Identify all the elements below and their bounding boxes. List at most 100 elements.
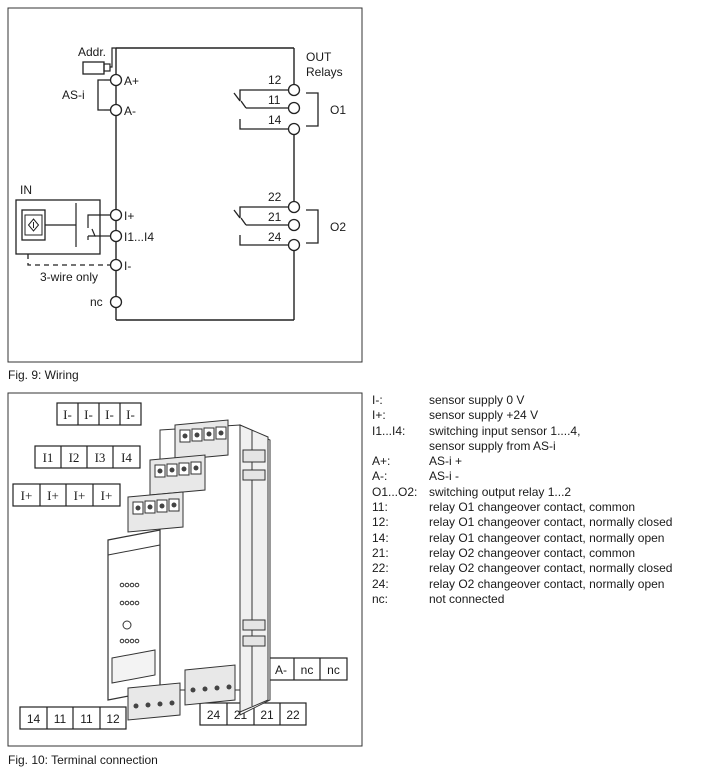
a-plus-label: A+: [124, 74, 139, 88]
t24-label: 24: [268, 230, 282, 244]
legend-key: 24:: [372, 576, 389, 591]
row-i-minus-1: I-: [63, 407, 72, 422]
terminal-nc: [109, 295, 123, 309]
three-wire-dashed: [27, 254, 110, 266]
module-outline: [115, 47, 295, 321]
label-row-o2: [199, 702, 307, 726]
legend-key: 11:: [372, 500, 388, 515]
legend-value: relay O2 changeover contact, normally cl…: [429, 561, 673, 576]
row-asi-3: nc: [301, 663, 314, 677]
row-input-3: I3: [95, 450, 106, 465]
legend-key: 21:: [372, 545, 389, 560]
label-row-o1: [19, 706, 127, 730]
out-label: OUT: [306, 50, 332, 64]
row-i-plus-4: I+: [101, 488, 113, 503]
legend-row: I+:sensor supply +24 V: [372, 408, 672, 423]
legend-value: relay O2 changeover contact, common: [429, 545, 636, 560]
legend-key: nc:: [372, 591, 389, 606]
legend-key: [372, 439, 429, 454]
terminal-a-plus: [109, 73, 123, 87]
legend-row: 14: relay O1 changeover contact, normally…: [372, 531, 672, 546]
legend-value: sensor supply from AS-i: [429, 438, 556, 453]
label-row-inputs: [34, 445, 141, 469]
t22-label: 22: [268, 190, 282, 204]
legend-row: 12: relay O1 changeover contact, normally…: [372, 515, 672, 530]
row-o2-1: 24: [207, 708, 221, 722]
three-wire-label: 3-wire only: [40, 270, 98, 284]
fig10-caption: Fig. 10: Terminal connection: [8, 753, 158, 767]
nc-label: nc: [90, 295, 103, 309]
legend-value: AS-i -: [429, 469, 459, 484]
legend-key: 14:: [372, 530, 389, 545]
row-o1-1: 14: [27, 712, 41, 726]
row-o1-3: 11: [80, 712, 93, 726]
terminal-a-minus: [109, 103, 123, 117]
legend-key: I1...I4:: [372, 423, 406, 438]
legend-row: O1...O2: switching output relay 1...2: [372, 485, 672, 500]
relay-o2-terminals: [287, 200, 301, 252]
legend-value: switching input sensor 1....4,: [429, 423, 581, 438]
addr-socket: [82, 61, 105, 75]
terminal-i-minus: [109, 258, 123, 272]
terminal-i-plus: [109, 208, 123, 222]
row-i-plus-1: I+: [21, 488, 33, 503]
legend-key: A-:: [372, 469, 388, 484]
t11-label: 11: [268, 93, 281, 107]
legend-row: 11: relay O1 changeover contact, common: [372, 500, 672, 515]
legend-row: 21: relay O2 changeover contact, common: [372, 546, 672, 561]
row-i-minus-3: I-: [105, 407, 114, 422]
row-asi-2: A-: [275, 663, 287, 677]
relay-o1-terminals: [287, 83, 301, 136]
terminal-i-input: [109, 229, 123, 243]
i-minus-label: I-: [124, 259, 131, 273]
relays-label: Relays: [306, 65, 343, 79]
legend-row: nc: not connected: [372, 592, 672, 607]
row-input-4: I4: [121, 450, 132, 465]
legend-row: I1...I4: switching input sensor 1....4,: [372, 424, 672, 439]
row-i-plus-2: I+: [47, 488, 59, 503]
legend-row: 22:relay O2 changeover contact, normally…: [372, 561, 672, 576]
legend-value: AS-i +: [429, 454, 463, 469]
row-o1-2: 11: [54, 712, 67, 726]
legend-row: I-:sensor supply 0 V: [372, 393, 672, 408]
row-o2-4: 22: [286, 708, 300, 722]
legend-value: switching output relay 1...2: [429, 484, 572, 499]
relay-o2-contact: [233, 206, 288, 246]
legend-key: I-:: [372, 393, 383, 407]
label-row-i-minus: [56, 402, 142, 426]
legend-value: relay O1 changeover contact, normally cl…: [429, 515, 673, 530]
legend-row: A-: AS-i -: [372, 469, 672, 484]
legend-key: 12:: [372, 515, 389, 530]
addr-label: Addr.: [78, 45, 106, 59]
fig9-caption: Fig. 9: Wiring: [8, 368, 79, 382]
t21-label: 21: [268, 210, 282, 224]
t14-label: 14: [268, 113, 282, 127]
t12-label: 12: [268, 73, 282, 87]
o2-label: O2: [330, 220, 346, 234]
i-plus-label: I+: [124, 209, 134, 223]
fig10-frame: [7, 392, 363, 747]
row-o2-3: 21: [260, 708, 274, 722]
row-asi-4: nc: [327, 663, 340, 677]
legend-row: sensor supply from AS-i: [372, 439, 672, 454]
left-terminals: [109, 73, 123, 309]
o1-label: O1: [330, 103, 346, 117]
row-input-2: I2: [69, 450, 80, 465]
legend-key: O1...O2:: [372, 484, 418, 499]
legend-value: not connected: [429, 591, 505, 606]
asi-label: AS-i: [62, 88, 85, 102]
legend-row: 24:relay O2 changeover contact, normally…: [372, 577, 672, 592]
device-illustration: [107, 419, 271, 721]
legend-value: relay O1 changeover contact, normally op…: [429, 530, 665, 545]
row-input-1: I1: [43, 450, 54, 465]
label-row-i-plus: [12, 483, 121, 507]
legend-key: A+:: [372, 454, 391, 469]
legend-value: relay O1 changeover contact, common: [429, 500, 636, 515]
legend-row: A+: AS-i +: [372, 454, 672, 469]
i-range-label: I1...I4: [124, 230, 154, 244]
asi-bracket: [97, 79, 104, 111]
fig9-frame: [7, 7, 363, 363]
sensor-box: [15, 199, 101, 255]
